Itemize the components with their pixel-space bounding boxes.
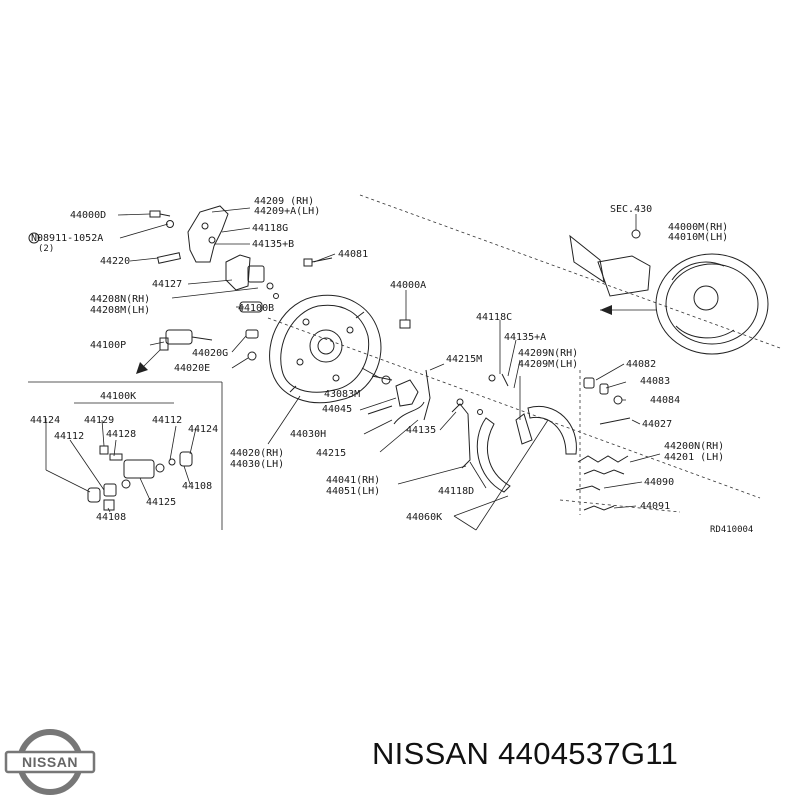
callout-n-circle (28, 232, 40, 244)
lever-assembly (367, 369, 509, 425)
label-44100B: 44100B (238, 303, 274, 314)
label-44125: 44125 (146, 497, 176, 508)
label-SEC430: SEC.430 (610, 204, 652, 215)
label-44209N: 44209N(RH) (518, 348, 578, 359)
guide-lines (28, 194, 781, 530)
label-44220: 44220 (100, 256, 130, 267)
brake-shoes (451, 398, 577, 493)
label-44208N: 44208N(RH) (90, 294, 150, 305)
label-44124-right: 44124 (188, 424, 218, 435)
label-44100K: 44100K (100, 391, 136, 402)
label-44020G: 44020G (192, 348, 228, 359)
label-44000D: 44000D (70, 210, 106, 221)
label-44118C: 44118C (476, 312, 512, 323)
part-labels: 44000D 44209 (RH) 44209+A(LH) 44118G N08… (30, 196, 753, 535)
label-44000A: 44000A (390, 280, 426, 291)
label-44209: 44209 (RH) (254, 196, 314, 207)
label-44051: 44051(LH) (326, 486, 380, 497)
label-44091: 44091 (640, 501, 670, 512)
label-44082: 44082 (626, 359, 656, 370)
wheel-cylinder (159, 329, 259, 361)
label-44118G: 44118G (252, 223, 288, 234)
reference-code: RD410004 (710, 525, 753, 535)
label-44209M: 44209M(LH) (518, 359, 578, 370)
label-44112-right: 44112 (152, 415, 182, 426)
label-44200N: 44200N(RH) (664, 441, 724, 452)
label-44215: 44215 (316, 448, 346, 459)
label-44129: 44129 (84, 415, 114, 426)
label-44081: 44081 (338, 249, 368, 260)
label-44215M: 44215M (446, 354, 482, 365)
label-N08911-qty: (2) (38, 244, 54, 254)
label-43083M: 43083M (324, 389, 360, 400)
label-44030: 44030(LH) (230, 459, 284, 470)
inset-arrow (136, 349, 161, 374)
leader-lines (45, 207, 661, 531)
label-44118D: 44118D (438, 486, 474, 497)
label-44030H: 44030H (290, 429, 326, 440)
nissan-logo: NISSAN (4, 729, 96, 795)
label-44020E: 44020E (174, 363, 210, 374)
label-44135: 44135 (406, 425, 436, 436)
label-44135A: 44135+A (504, 332, 546, 343)
drum-assembly-inset (569, 229, 769, 355)
label-44090: 44090 (644, 477, 674, 488)
backing-plate (269, 294, 411, 404)
part-number-caption: NISSAN 4404537G11 (372, 736, 679, 771)
label-44135B: 44135+B (252, 239, 294, 250)
label-44112-left: 44112 (54, 431, 84, 442)
label-44124-left: 44124 (30, 415, 60, 426)
label-44020: 44020(RH) (230, 448, 284, 459)
label-44128: 44128 (106, 429, 136, 440)
label-44010M: 44010M(LH) (668, 232, 728, 243)
logo-wordmark: NISSAN (22, 754, 78, 770)
label-44060K: 44060K (406, 512, 442, 523)
label-44108-bottom: 44108 (96, 512, 126, 523)
label-44027: 44027 (642, 419, 672, 430)
label-44208M: 44208M(LH) (90, 305, 150, 316)
anchor-bracket (149, 205, 229, 264)
label-44201: 44201 (LH) (664, 452, 724, 463)
label-44084: 44084 (650, 395, 680, 406)
label-44209A: 44209+A(LH) (254, 206, 320, 217)
label-44100P: 44100P (90, 340, 126, 351)
label-44127: 44127 (152, 279, 182, 290)
label-44000M: 44000M(RH) (668, 222, 728, 233)
label-44041: 44041(RH) (326, 475, 380, 486)
label-44045: 44045 (322, 404, 352, 415)
label-44083: 44083 (640, 376, 670, 387)
label-44108-right: 44108 (182, 481, 212, 492)
springs (575, 377, 631, 511)
label-N08911: N08911-1052A (31, 233, 103, 244)
